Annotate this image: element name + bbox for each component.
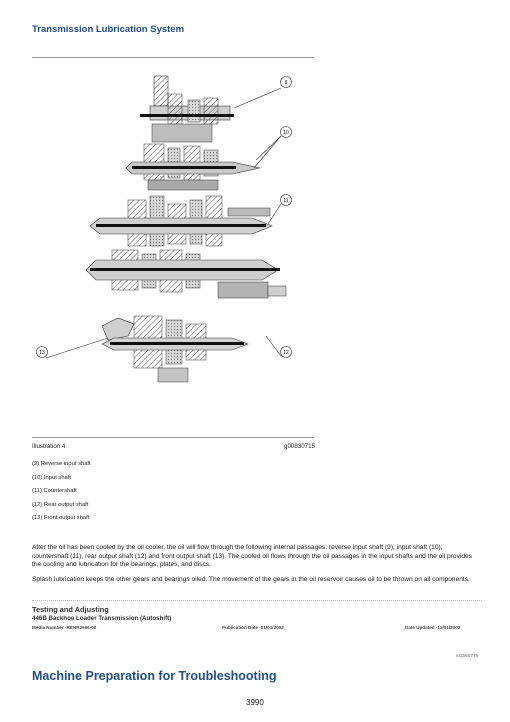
divider — [32, 57, 314, 58]
divider — [32, 600, 482, 601]
publication-date: Publication Date -01/01/2002 — [222, 625, 284, 630]
date-updated: Date Updated -12/01/2002 — [405, 625, 461, 630]
graphic-id: g00830715 — [284, 443, 315, 450]
next-section-heading: Machine Preparation for Troubleshooting — [32, 669, 277, 683]
manual-subtitle: 446B Backhoe Loader Transmission (Autosh… — [32, 615, 172, 622]
body-paragraph: Splash lubrication keeps the other gears… — [32, 576, 470, 583]
svg-text:9: 9 — [285, 80, 288, 86]
legend-item: (9) Reverse input shaft — [32, 461, 91, 467]
figure-caption: Illustration 4 — [32, 443, 66, 450]
legend-item: (11) Countershaft — [32, 488, 77, 494]
media-number: Media Number -RENR2566-00 — [32, 625, 97, 630]
body-paragraph: After the oil has been cooled by the oil… — [32, 544, 472, 569]
callout-legend: (9) Reverse input shaft (10) Input shaft… — [32, 460, 91, 528]
legend-item: (13) Front output shaft — [32, 515, 90, 521]
divider — [32, 437, 314, 438]
section-title: Transmission Lubrication System — [32, 24, 185, 35]
reverse-input-shaft-drawing — [140, 75, 234, 143]
callout-13: 13 — [36, 346, 48, 358]
rear-output-shaft-drawing — [85, 249, 287, 299]
document-id: i01560775 — [456, 654, 479, 659]
input-shaft-drawing — [125, 143, 261, 191]
svg-text:11: 11 — [283, 198, 288, 204]
svg-text:10: 10 — [283, 130, 289, 136]
callout-10: 10 — [280, 126, 292, 138]
manual-section: Testing and Adjusting — [32, 605, 109, 614]
legend-item: (12) Rear output shaft — [32, 501, 89, 508]
transmission-illustration: 9 10 11 12 13 — [32, 64, 314, 434]
page-number: 3990 — [246, 698, 264, 707]
svg-text:12: 12 — [283, 350, 289, 356]
callout-12: 12 — [280, 346, 292, 358]
countershaft-drawing — [89, 195, 273, 247]
legend-item: (10) Input shaft — [32, 474, 71, 481]
svg-text:13: 13 — [39, 350, 45, 356]
callout-11: 11 — [280, 194, 292, 206]
callout-9: 9 — [280, 76, 292, 88]
front-output-shaft-drawing — [101, 315, 249, 383]
